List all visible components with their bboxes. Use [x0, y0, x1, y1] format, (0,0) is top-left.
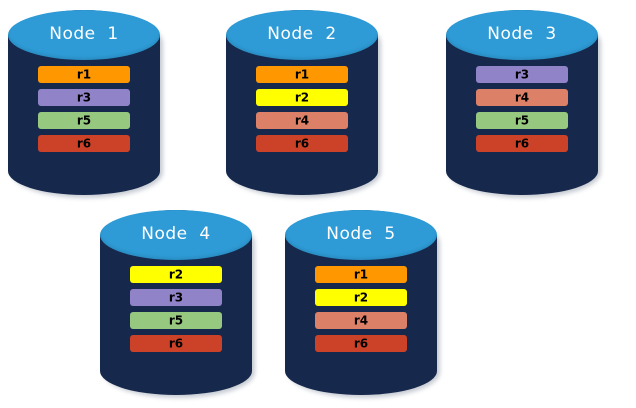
- node-4-replica-r3[interactable]: r3: [130, 289, 222, 306]
- node-1-replica-r3[interactable]: r3: [38, 89, 130, 106]
- node-3-replica-r3[interactable]: r3: [476, 66, 568, 83]
- node-5-replica-r6[interactable]: r6: [315, 335, 407, 352]
- node-5-replica-r2[interactable]: r2: [315, 289, 407, 306]
- node-2-replica-r4-label: r4: [294, 113, 310, 127]
- node-5-replica-r6-label: r6: [353, 336, 369, 350]
- node-3[interactable]: Node 3 r3 r4 r5 r6: [446, 10, 601, 198]
- node-1-replica-list: r1 r3 r5 r6: [8, 66, 160, 152]
- node-1-replica-r6[interactable]: r6: [38, 135, 130, 152]
- node-5-replica-r4-label: r4: [353, 313, 369, 327]
- node-1-replica-r5[interactable]: r5: [38, 112, 130, 129]
- node-5-replica-r1-label: r1: [353, 267, 369, 281]
- node-1-replica-r3-label: r3: [76, 90, 92, 104]
- node-4-replica-r6-label: r6: [168, 336, 184, 350]
- node-2-replica-r2-label: r2: [294, 90, 310, 104]
- node-4-replica-list: r2 r3 r5 r6: [100, 266, 252, 352]
- node-4-replica-r2[interactable]: r2: [130, 266, 222, 283]
- node-5-replica-r4[interactable]: r4: [315, 312, 407, 329]
- node-3-replica-r4-label: r4: [514, 90, 530, 104]
- node-4-replica-r5-label: r5: [168, 313, 184, 327]
- node-2[interactable]: Node 2 r1 r2 r4 r6: [226, 10, 381, 198]
- node-3-top-ellipse: [446, 10, 598, 60]
- node-1-replica-r1-label: r1: [76, 67, 92, 81]
- node-2-top-ellipse: [226, 10, 378, 60]
- node-4-replica-r5[interactable]: r5: [130, 312, 222, 329]
- node-4-top-ellipse: [100, 210, 252, 260]
- node-2-replica-r1-label: r1: [294, 67, 310, 81]
- node-5-label: Node 5: [326, 224, 396, 244]
- node-2-label: Node 2: [267, 24, 337, 44]
- node-3-replica-r3-label: r3: [514, 67, 530, 81]
- node-4-replica-r6[interactable]: r6: [130, 335, 222, 352]
- node-3-replica-r4[interactable]: r4: [476, 89, 568, 106]
- node-1-replica-r5-label: r5: [76, 113, 92, 127]
- node-5-replica-r2-label: r2: [353, 290, 369, 304]
- node-1[interactable]: Node 1 r1 r3 r5 r6: [8, 10, 163, 198]
- node-5-top-ellipse: [285, 210, 437, 260]
- node-5-replica-list: r1 r2 r4 r6: [285, 266, 437, 352]
- node-4[interactable]: Node 4 r2 r3 r5 r6: [100, 210, 255, 398]
- node-3-replica-r5[interactable]: r5: [476, 112, 568, 129]
- node-4-replica-r3-label: r3: [168, 290, 184, 304]
- node-2-replica-r2[interactable]: r2: [256, 89, 348, 106]
- node-3-replica-r6[interactable]: r6: [476, 135, 568, 152]
- node-2-replica-r6[interactable]: r6: [256, 135, 348, 152]
- node-1-top-ellipse: [8, 10, 160, 60]
- node-2-replica-r4[interactable]: r4: [256, 112, 348, 129]
- node-2-replica-r1[interactable]: r1: [256, 66, 348, 83]
- node-3-replica-list: r3 r4 r5 r6: [446, 66, 598, 152]
- node-2-replica-r6-label: r6: [294, 136, 310, 150]
- node-3-replica-r5-label: r5: [514, 113, 530, 127]
- node-5[interactable]: Node 5 r1 r2 r4 r6: [285, 210, 440, 398]
- node-1-replica-r1[interactable]: r1: [38, 66, 130, 83]
- node-4-label: Node 4: [141, 224, 211, 244]
- node-4-replica-r2-label: r2: [168, 267, 184, 281]
- node-3-replica-r6-label: r6: [514, 136, 530, 150]
- node-5-replica-r1[interactable]: r1: [315, 266, 407, 283]
- node-1-replica-r6-label: r6: [76, 136, 92, 150]
- node-3-label: Node 3: [487, 24, 557, 44]
- node-1-label: Node 1: [49, 24, 119, 44]
- node-2-replica-list: r1 r2 r4 r6: [226, 66, 378, 152]
